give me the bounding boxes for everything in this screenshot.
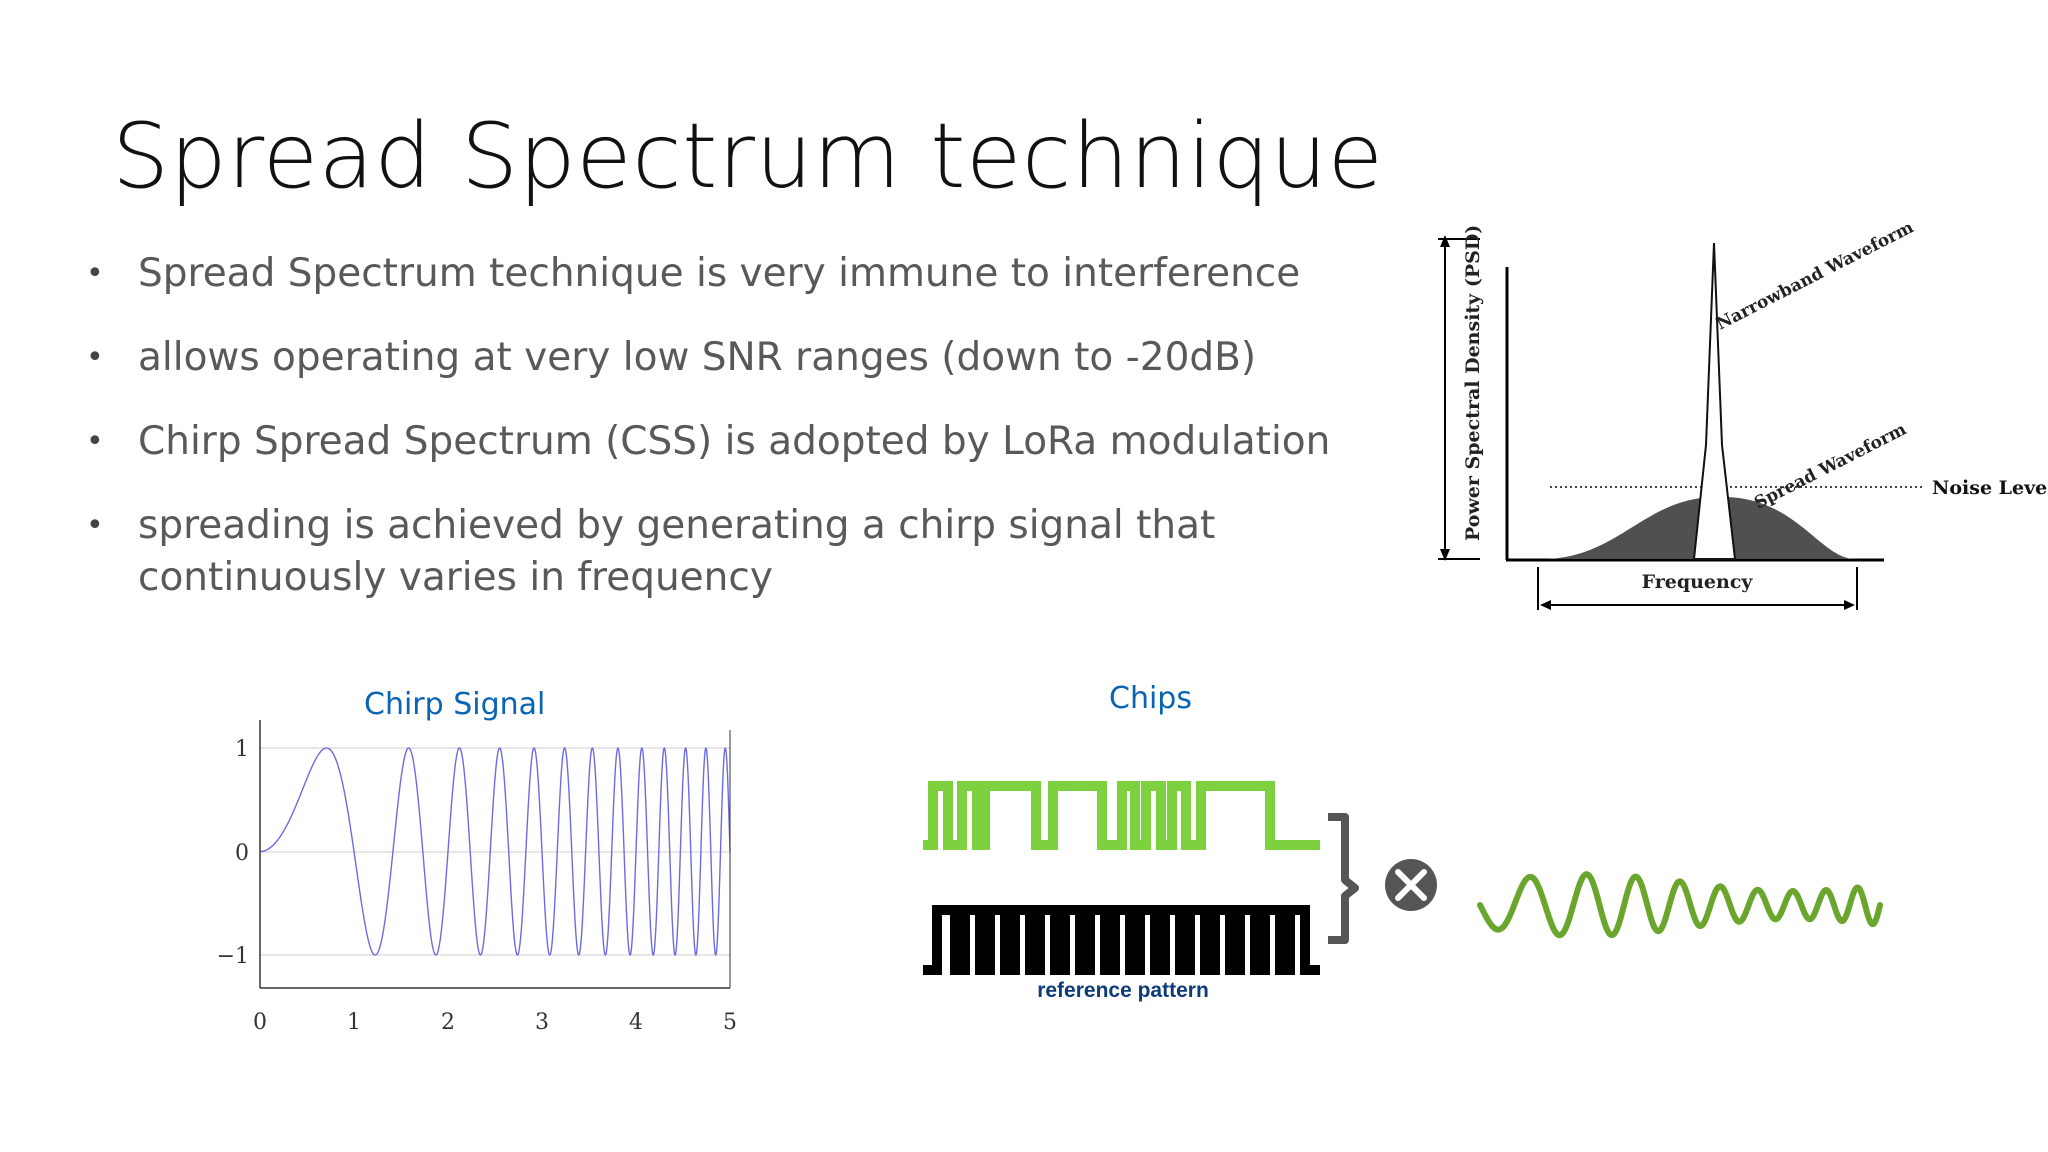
x-tick-label: 3 (535, 1010, 549, 1035)
narrowband-label: Narrowband Waveform (1713, 225, 1917, 334)
bullet-dot-icon: • (86, 340, 104, 375)
noise-level-label: Noise Level (1932, 477, 2048, 499)
bullet-item: • Spread Spectrum technique is very immun… (84, 248, 1414, 300)
bullet-text: Spread Spectrum technique is very immune… (138, 251, 1301, 296)
frequency-label: Frequency (1642, 571, 1754, 593)
x-tick-label: 0 (253, 1010, 267, 1035)
bullet-text: Chirp Spread Spectrum (CSS) is adopted b… (138, 419, 1331, 464)
multiply-icon (1385, 859, 1437, 911)
chirp-caption: Chirp Signal (364, 687, 546, 722)
x-tick-label: 5 (723, 1010, 737, 1035)
black-reference-sequence (923, 905, 1320, 975)
spread-label: Spread Waveform (1751, 420, 1909, 514)
y-tick-label: 0 (235, 841, 249, 866)
bullet-text: allows operating at very low SNR ranges … (138, 335, 1257, 380)
narrowband-waveform (1692, 242, 1737, 560)
chips-diagram: reference pattern (923, 781, 1883, 1002)
psd-figure: Power Spectral Density (PSD) Noise Level… (1438, 225, 2048, 610)
x-tick-label: 4 (629, 1010, 643, 1035)
chirp-plot: 1 0 −1 0 1 2 3 4 5 (217, 720, 737, 1035)
slide-title: Spread Spectrum technique (112, 104, 1384, 209)
bullet-text: spreading is achieved by generating a ch… (138, 503, 1216, 600)
y-tick-label: −1 (217, 944, 249, 969)
bullet-item: • Chirp Spread Spectrum (CSS) is adopted … (84, 416, 1414, 468)
bullet-list: • Spread Spectrum technique is very immun… (84, 248, 1414, 636)
bullet-dot-icon: • (86, 424, 104, 459)
psd-y-arrow-head (1440, 235, 1450, 247)
bullet-dot-icon: • (86, 508, 104, 543)
x-tick-label: 2 (441, 1010, 455, 1035)
psd-y-arrow-tail (1440, 549, 1450, 561)
spread-result-waveform (1477, 871, 1883, 939)
chips-caption: Chips (1109, 681, 1192, 716)
bullet-item: • allows operating at very low SNR ranges… (84, 332, 1414, 384)
psd-y-label: Power Spectral Density (PSD) (1462, 225, 1484, 541)
y-tick-label: 1 (235, 737, 249, 762)
chirp-series-line (260, 747, 731, 956)
bullet-item: • spreading is achieved by generating a c… (84, 500, 1414, 604)
green-chip-sequence (923, 781, 1320, 850)
x-tick-label: 1 (347, 1010, 361, 1035)
bullet-dot-icon: • (86, 256, 104, 291)
reference-pattern-label: reference pattern (1037, 979, 1209, 1002)
brace (1328, 813, 1359, 944)
